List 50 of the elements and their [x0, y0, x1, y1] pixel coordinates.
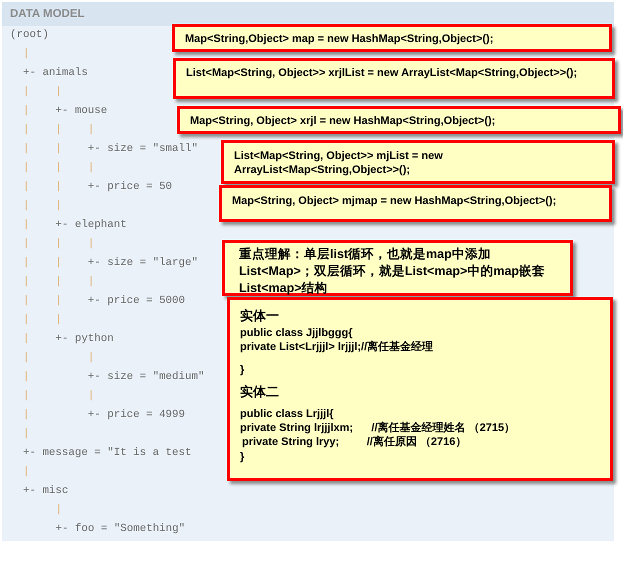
note-box — [173, 58, 615, 99]
tree-line: | | — [23, 313, 62, 328]
code-text: Map<String, Object> xrjl = new HashMap<String,Object>(); — [190, 114, 496, 128]
code-line: 实体一 — [240, 309, 279, 323]
code-line: private String lrjjjlxm; //离任基金经理姓名 （2715） — [240, 421, 516, 435]
note-box — [177, 106, 621, 134]
code-line: public class Jjjlbggg{ — [240, 326, 352, 340]
tree-line: +- foo = "Something" — [56, 522, 186, 537]
tree-line: | | +- size = "small" — [23, 142, 198, 157]
tree-line: | | — [23, 85, 62, 100]
code-line: public class Lrjjjl{ — [240, 407, 334, 421]
tree-line: | +- python — [23, 332, 114, 347]
note-box — [221, 140, 615, 184]
code-text: Map<String, Object> mjmap = new HashMap<String,Object>(); — [232, 194, 556, 208]
code-text: List<Map<String, Object>> mjList = new ArrayList<Map<String,Object>>(); — [234, 149, 444, 177]
tree-line: | +- price = 4999 — [23, 408, 185, 423]
tree-line: | | +- price = 5000 — [23, 294, 185, 309]
tree-line: | | +- size = "large" — [23, 256, 198, 271]
tree-line: | — [23, 427, 30, 442]
tree-line: +- misc — [23, 484, 68, 499]
tree-line: | | — [23, 199, 62, 214]
code-note-box — [227, 297, 613, 481]
tree-line: | — [56, 503, 62, 518]
tree-line: | | — [23, 351, 94, 366]
tree-line: | | | — [23, 123, 94, 138]
tree-line: +- message = "It is a test — [23, 446, 192, 461]
tree-line: | +- size = "medium" — [23, 370, 204, 385]
code-line: private List<Lrjjjl> lrjjjl;//离任基金经理 — [240, 340, 434, 354]
code-line: 实体二 — [240, 385, 279, 399]
tree-line: | — [23, 465, 30, 480]
tree-line: +- animals — [23, 66, 88, 81]
tree-line: | | | — [23, 275, 94, 290]
code-line: } — [240, 450, 244, 464]
note-text: 重点理解：单层list循环，也就是map中添加List<Map>；双层循环，就是List<map>中的map嵌套List<map>结构 — [239, 246, 546, 297]
tree-line: | | +- price = 50 — [23, 180, 172, 195]
tree-line: | — [23, 47, 30, 62]
tree-line: | +- elephant — [23, 218, 127, 233]
tree-line: | | | — [23, 237, 94, 252]
note-box — [219, 185, 612, 222]
code-line: private String lryy; //离任原因 （2716） — [242, 435, 466, 449]
code-text: Map<String,Object> map = new HashMap<String,Object>(); — [185, 32, 494, 46]
tree-line: | | | — [23, 161, 94, 176]
tree-line: | +- mouse — [23, 104, 108, 119]
code-text: List<Map<String, Object>> xrjlList = new ArrayList<Map<String,Object>>(); — [186, 66, 578, 80]
code-line: } — [240, 363, 244, 377]
note-box — [222, 240, 573, 296]
note-box — [172, 24, 612, 52]
panel-title: DATA MODEL — [2, 2, 614, 26]
tree-line: (root) — [10, 28, 49, 43]
tree-line: | | — [23, 389, 94, 404]
